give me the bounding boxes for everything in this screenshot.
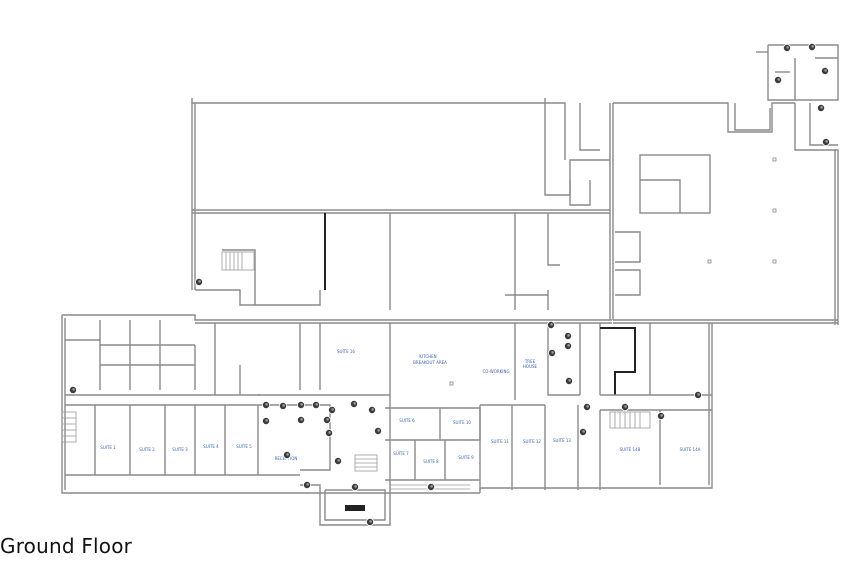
room-label-suite-14a: SUITE 14A [680, 447, 701, 452]
photo-marker-dot [306, 483, 309, 486]
page-title: Ground Floor [0, 534, 133, 558]
walls [61, 44, 839, 526]
room-label-breakout-area: BREAKOUT AREA [413, 360, 447, 365]
photo-marker-dot [697, 393, 700, 396]
photo-marker-dot [377, 429, 380, 432]
photo-marker-dot [824, 69, 827, 72]
photo-marker-dot [354, 485, 357, 488]
room-labels: SUITE 1 SUITE 2 SUITE 3 SUITE 4 SUITE 5 … [100, 349, 700, 464]
photo-markers [69, 43, 831, 527]
room-label-suite-11: SUITE 11 [491, 439, 509, 444]
photo-marker-dot [660, 414, 663, 417]
photo-marker-dot [624, 405, 627, 408]
room-label-suite-13: SUITE 13 [553, 438, 571, 443]
photo-marker-dot [265, 403, 268, 406]
photo-marker-dot [551, 351, 554, 354]
photo-marker-dot [811, 45, 814, 48]
room-label-house: HOUSE [523, 364, 538, 369]
room-label-coworking: CO-WORKING [482, 369, 509, 374]
photo-marker-dot [337, 459, 340, 462]
room-label-suite-1: SUITE 1 [100, 445, 116, 450]
room-label-suite-5: SUITE 5 [236, 444, 252, 449]
room-label-suite-12: SUITE 12 [523, 439, 541, 444]
photo-marker-dot [282, 404, 285, 407]
photo-marker-dot [586, 405, 589, 408]
room-label-suite-2: SUITE 2 [139, 447, 155, 452]
room-label-suite-7: SUITE 7 [393, 451, 409, 456]
room-label-suite-10: SUITE 10 [453, 420, 471, 425]
photo-marker-dot [786, 46, 789, 49]
photo-marker-dot [582, 430, 585, 433]
room-label-suite-6: SUITE 6 [399, 418, 415, 423]
room-label-suite-4: SUITE 4 [203, 444, 219, 449]
room-label-suite-3: SUITE 3 [172, 447, 188, 452]
room-label-suite-8: SUITE 8 [423, 459, 439, 464]
photo-marker-dot [328, 431, 331, 434]
room-label-tree: TREE [524, 359, 536, 364]
photo-marker-dot [315, 403, 318, 406]
photo-marker-dot [286, 453, 289, 456]
photo-marker-dot [820, 106, 823, 109]
room-label-suite-16: SUITE 16 [337, 349, 355, 354]
photo-marker-dot [331, 408, 334, 411]
photo-marker-dot [72, 388, 75, 391]
photo-marker-dot [300, 418, 303, 421]
photo-marker-dot [550, 323, 553, 326]
photo-marker-dot [300, 403, 303, 406]
photo-marker-dot [265, 419, 268, 422]
photo-marker-dot [777, 78, 780, 81]
photo-marker-dot [567, 334, 570, 337]
photo-marker-dot [430, 485, 433, 488]
photo-marker-dot [371, 408, 374, 411]
photo-marker-dot [568, 379, 571, 382]
photo-marker-dot [567, 344, 570, 347]
room-label-suite-9: SUITE 9 [458, 455, 474, 460]
photo-marker-dot [198, 280, 201, 283]
photo-marker-dot [369, 520, 372, 523]
photo-marker-dot [353, 402, 356, 405]
photo-marker-dot [825, 140, 828, 143]
photo-marker-dot [326, 418, 329, 421]
room-label-suite-14b: SUITE 14B [620, 447, 641, 452]
room-label-kitchen: KITCHEN [419, 354, 436, 359]
